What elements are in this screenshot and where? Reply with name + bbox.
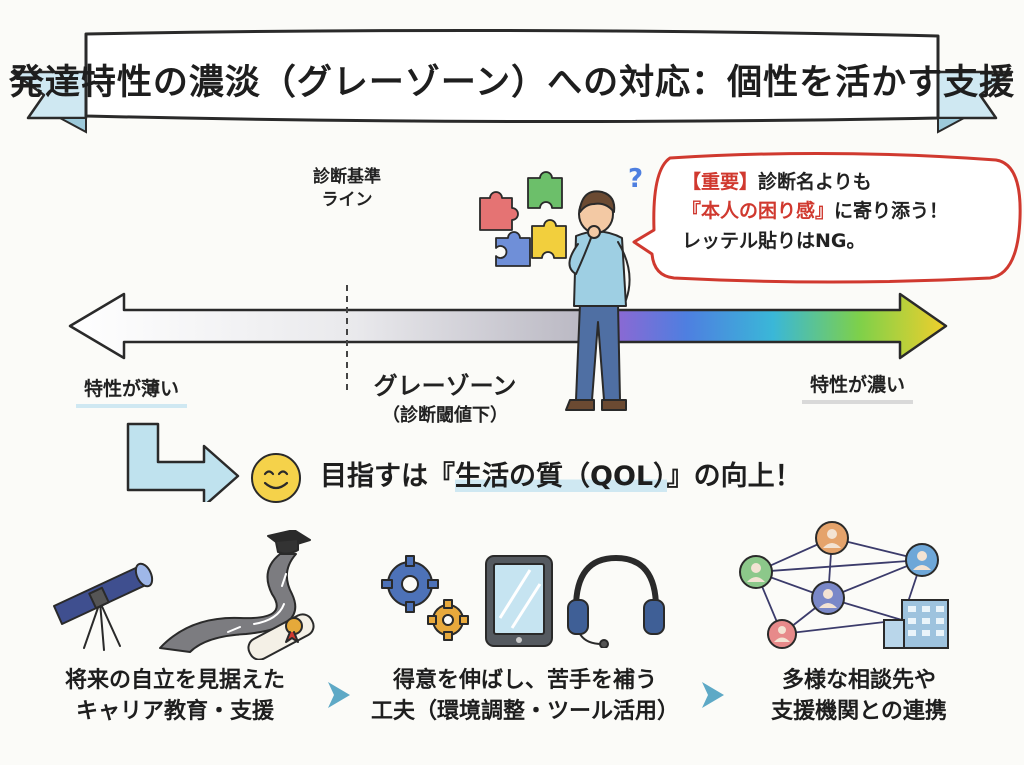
goal-prefix: 目指すは『 [320,461,455,492]
bubble-line2: に寄り添う！ [834,200,949,223]
arrow-right-icon [328,682,350,708]
career-line2: キャリア教育・支援 [75,698,274,724]
gears-icon [381,555,469,641]
gray-zone-label: グレーゾーン （診断閾値下） [360,366,530,427]
network-line2: 支援機関との連携 [771,698,947,724]
bent-arrow-icon [126,422,240,502]
label-strong: 特性が濃い [802,370,914,404]
tools-line1: 得意を伸ばし、苦手を補う [392,668,657,693]
people-network-icon [739,521,949,649]
label-weak: 特性が薄い [76,374,188,408]
career-line1: 将来の自立を見据えた [64,668,285,693]
tools-line2: 工夫（環境調整・ツール活用） [370,698,679,724]
tablet-icon [485,555,553,647]
building-icon [883,599,949,649]
bottom-item-career: 将来の自立を見据えた キャリア教育・支援 [30,666,320,728]
telescope-icon [53,562,154,625]
bubble-text: 【重要】診断名よりも 『本人の困り感』に寄り添う！ レッテル貼りはNG。 [682,168,982,256]
diploma-icon [247,613,315,660]
gray-zone-title: グレーゾーン [373,372,517,400]
important-tag: 【重要】 [682,171,759,193]
headphones-icon [567,555,665,648]
goal-suffix: 』の向上！ [666,461,802,492]
question-mark: ? [628,164,644,194]
criteria-line-label: 診断基準 ライン [313,167,381,210]
graduation-cap-icon [267,530,311,555]
ribbon-banner-icon [10,28,1014,134]
bubble-emphasis: 『本人の困り感』 [682,200,835,223]
speech-bubble [632,151,1022,284]
spectrum-arrow [68,280,948,390]
network-line1: 多様な相談先や [781,668,936,693]
bottom-item-network: 多様な相談先や 支援機関との連携 [734,666,984,728]
page-title: 発達特性の濃淡（グレーゾーン）への対応：個性を活かす支援 [8,62,1016,103]
bubble-line3: レッテル貼りはNG。 [682,229,866,252]
bubble-line1: 診断名よりも [758,171,872,193]
puzzle-pieces-icon [479,171,567,267]
arrow-right-icon [702,682,724,708]
goal-highlight: 生活の質（QOL） [455,461,667,492]
bottom-item-tools: 得意を伸ばし、苦手を補う 工夫（環境調整・ツール活用） [360,666,690,728]
gray-zone-sub: （診断閾値下） [382,405,508,426]
career-illustration [53,530,315,660]
tools-illustration [381,555,665,648]
goal-statement: 目指すは『生活の質（QOL）』の向上！ [320,454,802,493]
thinking-person-icon [565,190,631,411]
smile-face-icon [251,453,301,503]
